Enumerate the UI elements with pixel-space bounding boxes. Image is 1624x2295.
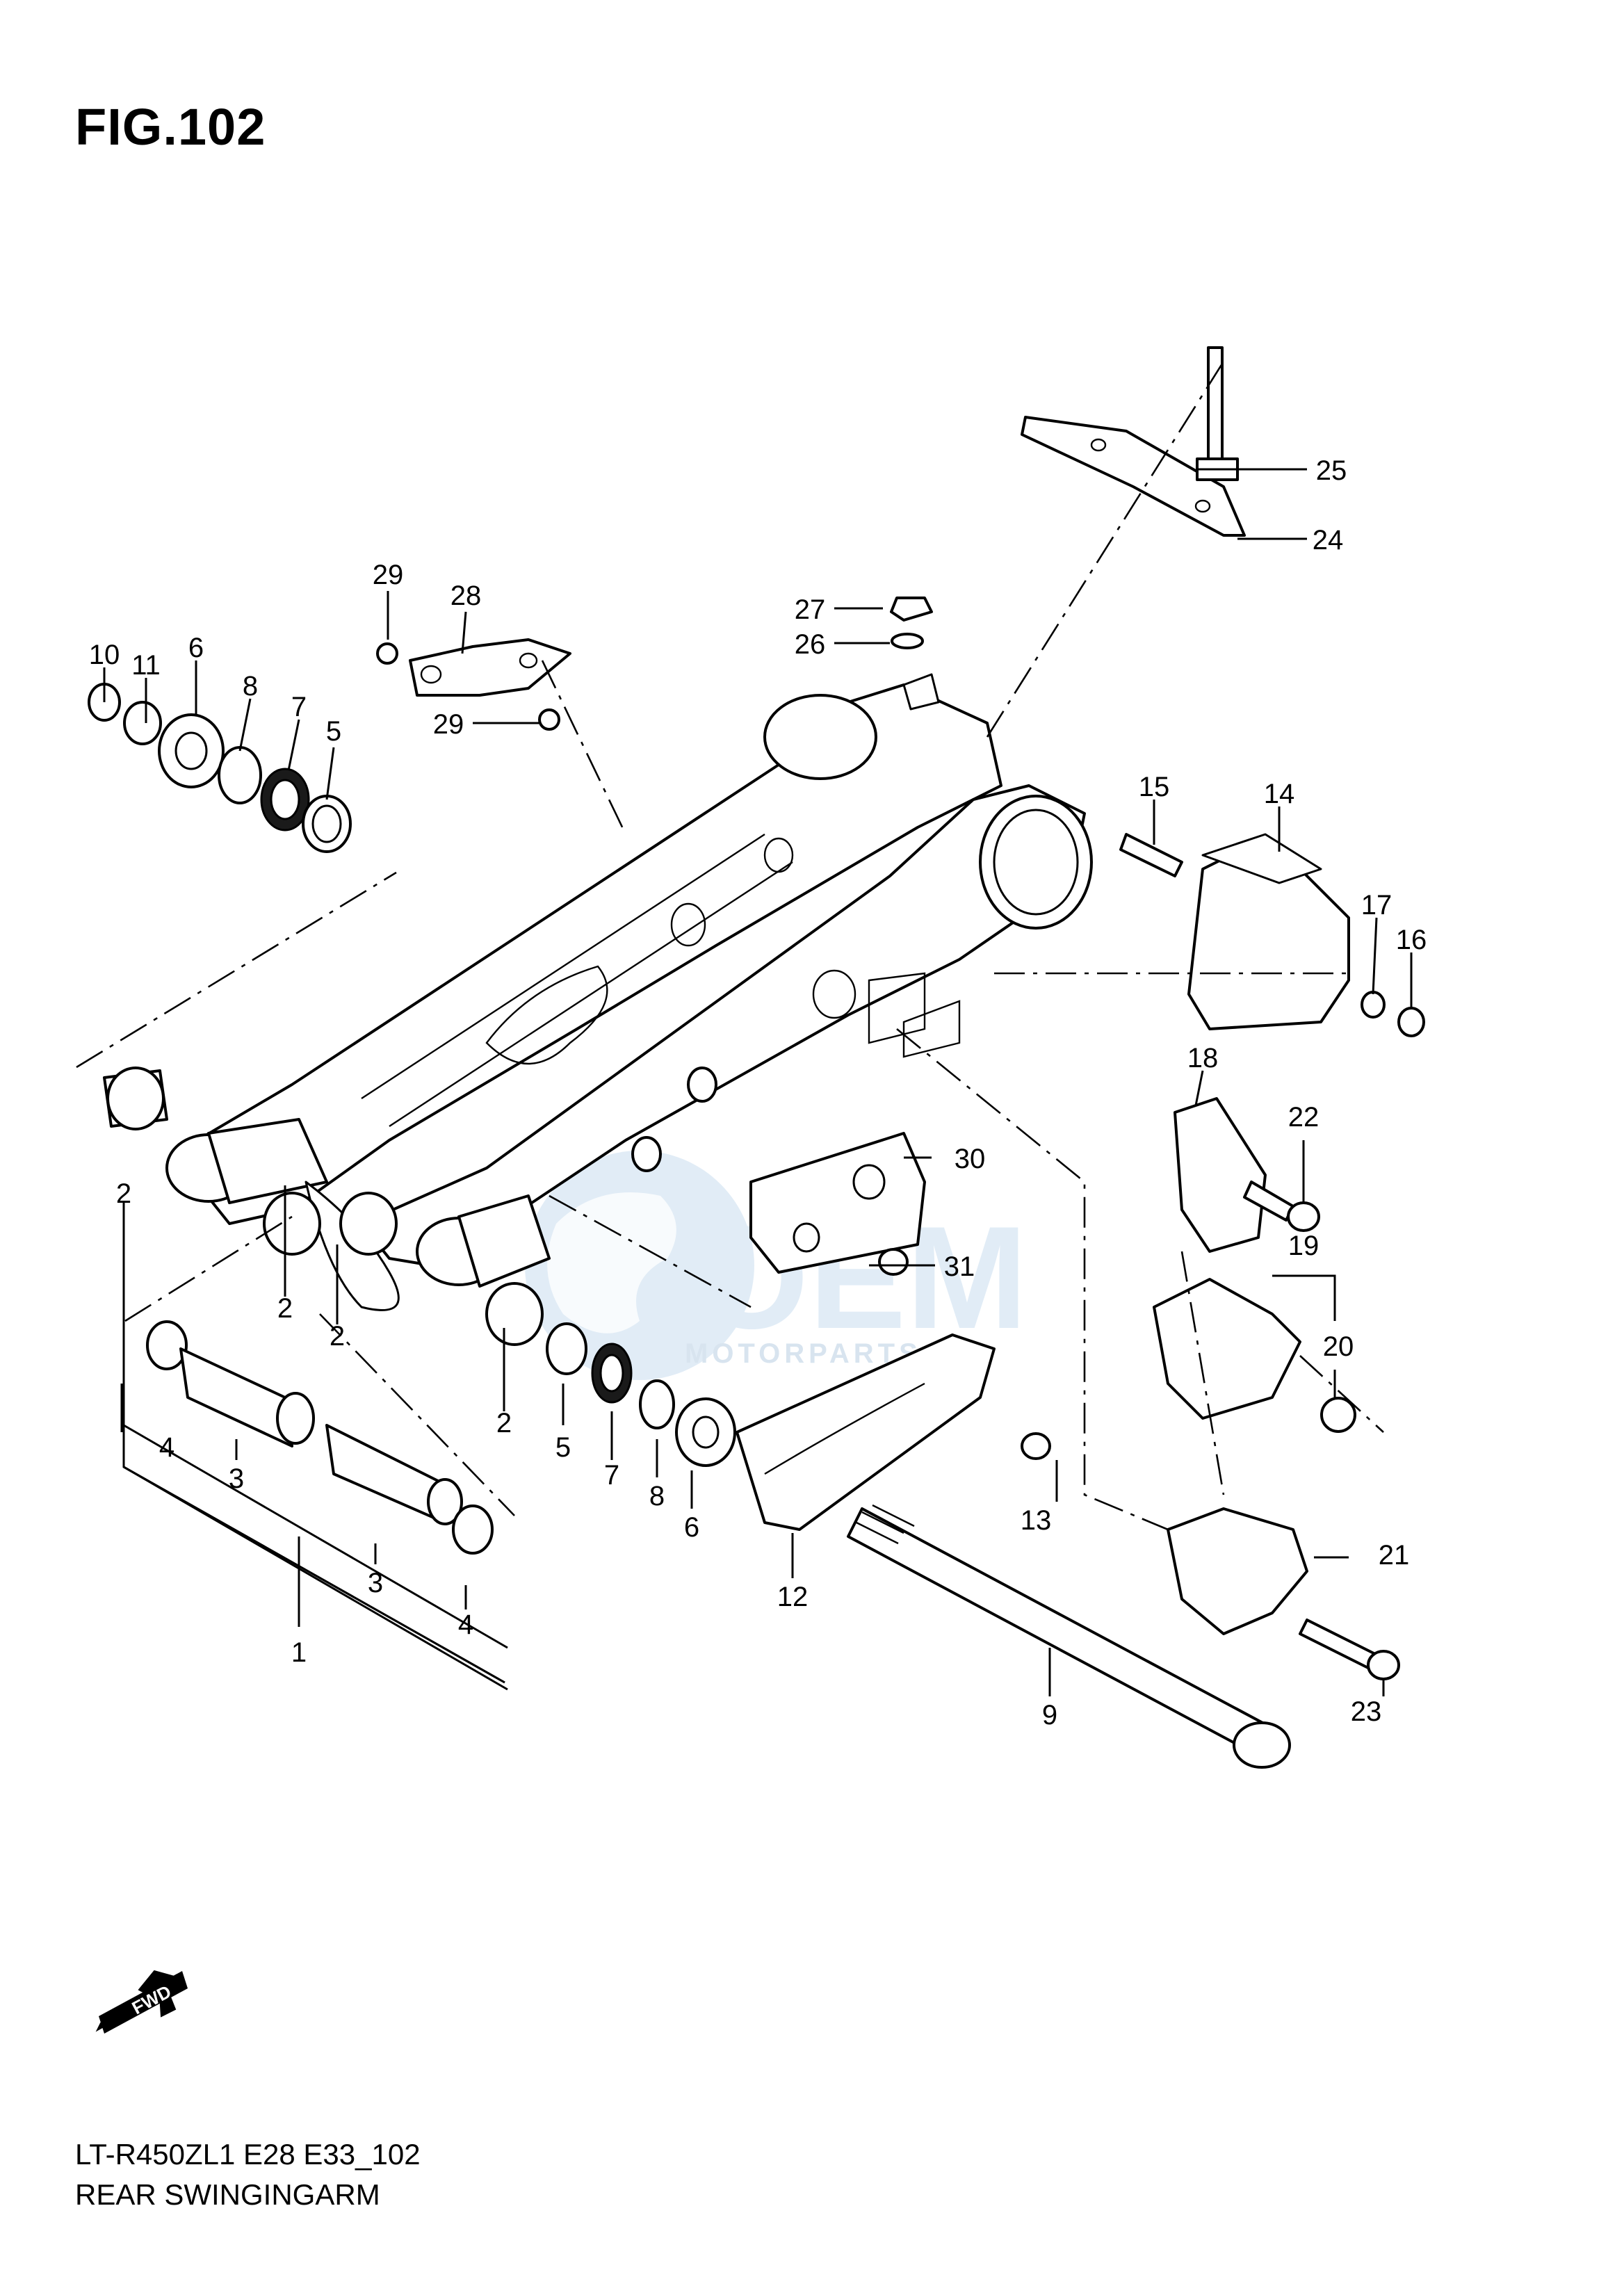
callout-10: 10 [89,640,120,670]
callout-6-b: 6 [684,1512,699,1543]
callout-8-b: 8 [649,1481,665,1511]
callout-3-a: 3 [229,1463,244,1494]
callout-numbers: 1 2 2 2 2 3 3 4 4 5 5 6 6 7 7 8 8 9 10 1… [89,455,1427,1730]
section-name: REAR SWINGINGARM [75,2178,380,2211]
right-brackets [878,833,1425,1680]
watermark-subtitle: MOTORPARTS [685,1338,922,1369]
callout-22: 22 [1288,1102,1320,1133]
callout-4-a: 4 [159,1432,174,1463]
callout-31: 31 [944,1251,975,1282]
callout-7-b: 7 [604,1460,619,1491]
callout-9: 9 [1042,1700,1057,1730]
callout-1: 1 [291,1637,307,1668]
callout-12: 12 [777,1582,809,1612]
callout-6-a: 6 [188,633,204,663]
callout-3-b: 3 [368,1568,383,1598]
top-brackets [376,346,1246,731]
callout-29-b: 29 [433,709,464,740]
callout-7-a: 7 [291,692,307,722]
callout-2-d: 2 [496,1408,512,1438]
callout-15: 15 [1139,772,1170,802]
model-code: LT-R450ZL1 E28 E33_102 [75,2138,421,2171]
callout-26: 26 [795,629,826,660]
callout-24: 24 [1313,525,1344,555]
callout-14: 14 [1264,779,1295,809]
leader-lines [103,468,1413,1696]
callout-2-c: 2 [330,1321,345,1352]
callout-4-b: 4 [458,1609,473,1640]
chain-slider [631,1067,996,1531]
callout-16: 16 [1396,925,1427,955]
callout-19: 19 [1288,1231,1320,1261]
callout-28: 28 [450,581,482,611]
callout-5-a: 5 [326,716,341,747]
callout-13: 13 [1021,1505,1052,1536]
pivot-bolt [847,1504,1291,1769]
callout-2-a: 2 [116,1178,131,1209]
assembly-lines [76,361,1384,1531]
callout-8-a: 8 [243,671,258,702]
callout-18: 18 [1187,1043,1219,1073]
callout-23: 23 [1351,1696,1382,1727]
callout-29-a: 29 [373,560,404,590]
callout-20: 20 [1323,1331,1354,1362]
callout-25: 25 [1316,455,1347,486]
figure-footer: LT-R450ZL1 E28 E33_102 REAR SWINGINGARM [75,2134,421,2215]
forward-arrow-icon: FWD [95,1970,188,2034]
callout-5-b: 5 [555,1432,571,1463]
callout-11: 11 [131,650,161,681]
pivot-parts-left [88,683,736,1555]
callout-17: 17 [1361,890,1392,921]
figure-title: FIG.102 [75,98,266,156]
callout-2-b: 2 [277,1293,293,1324]
callout-30: 30 [955,1144,986,1174]
callout-27: 27 [795,594,826,625]
callout-21: 21 [1379,1540,1410,1571]
